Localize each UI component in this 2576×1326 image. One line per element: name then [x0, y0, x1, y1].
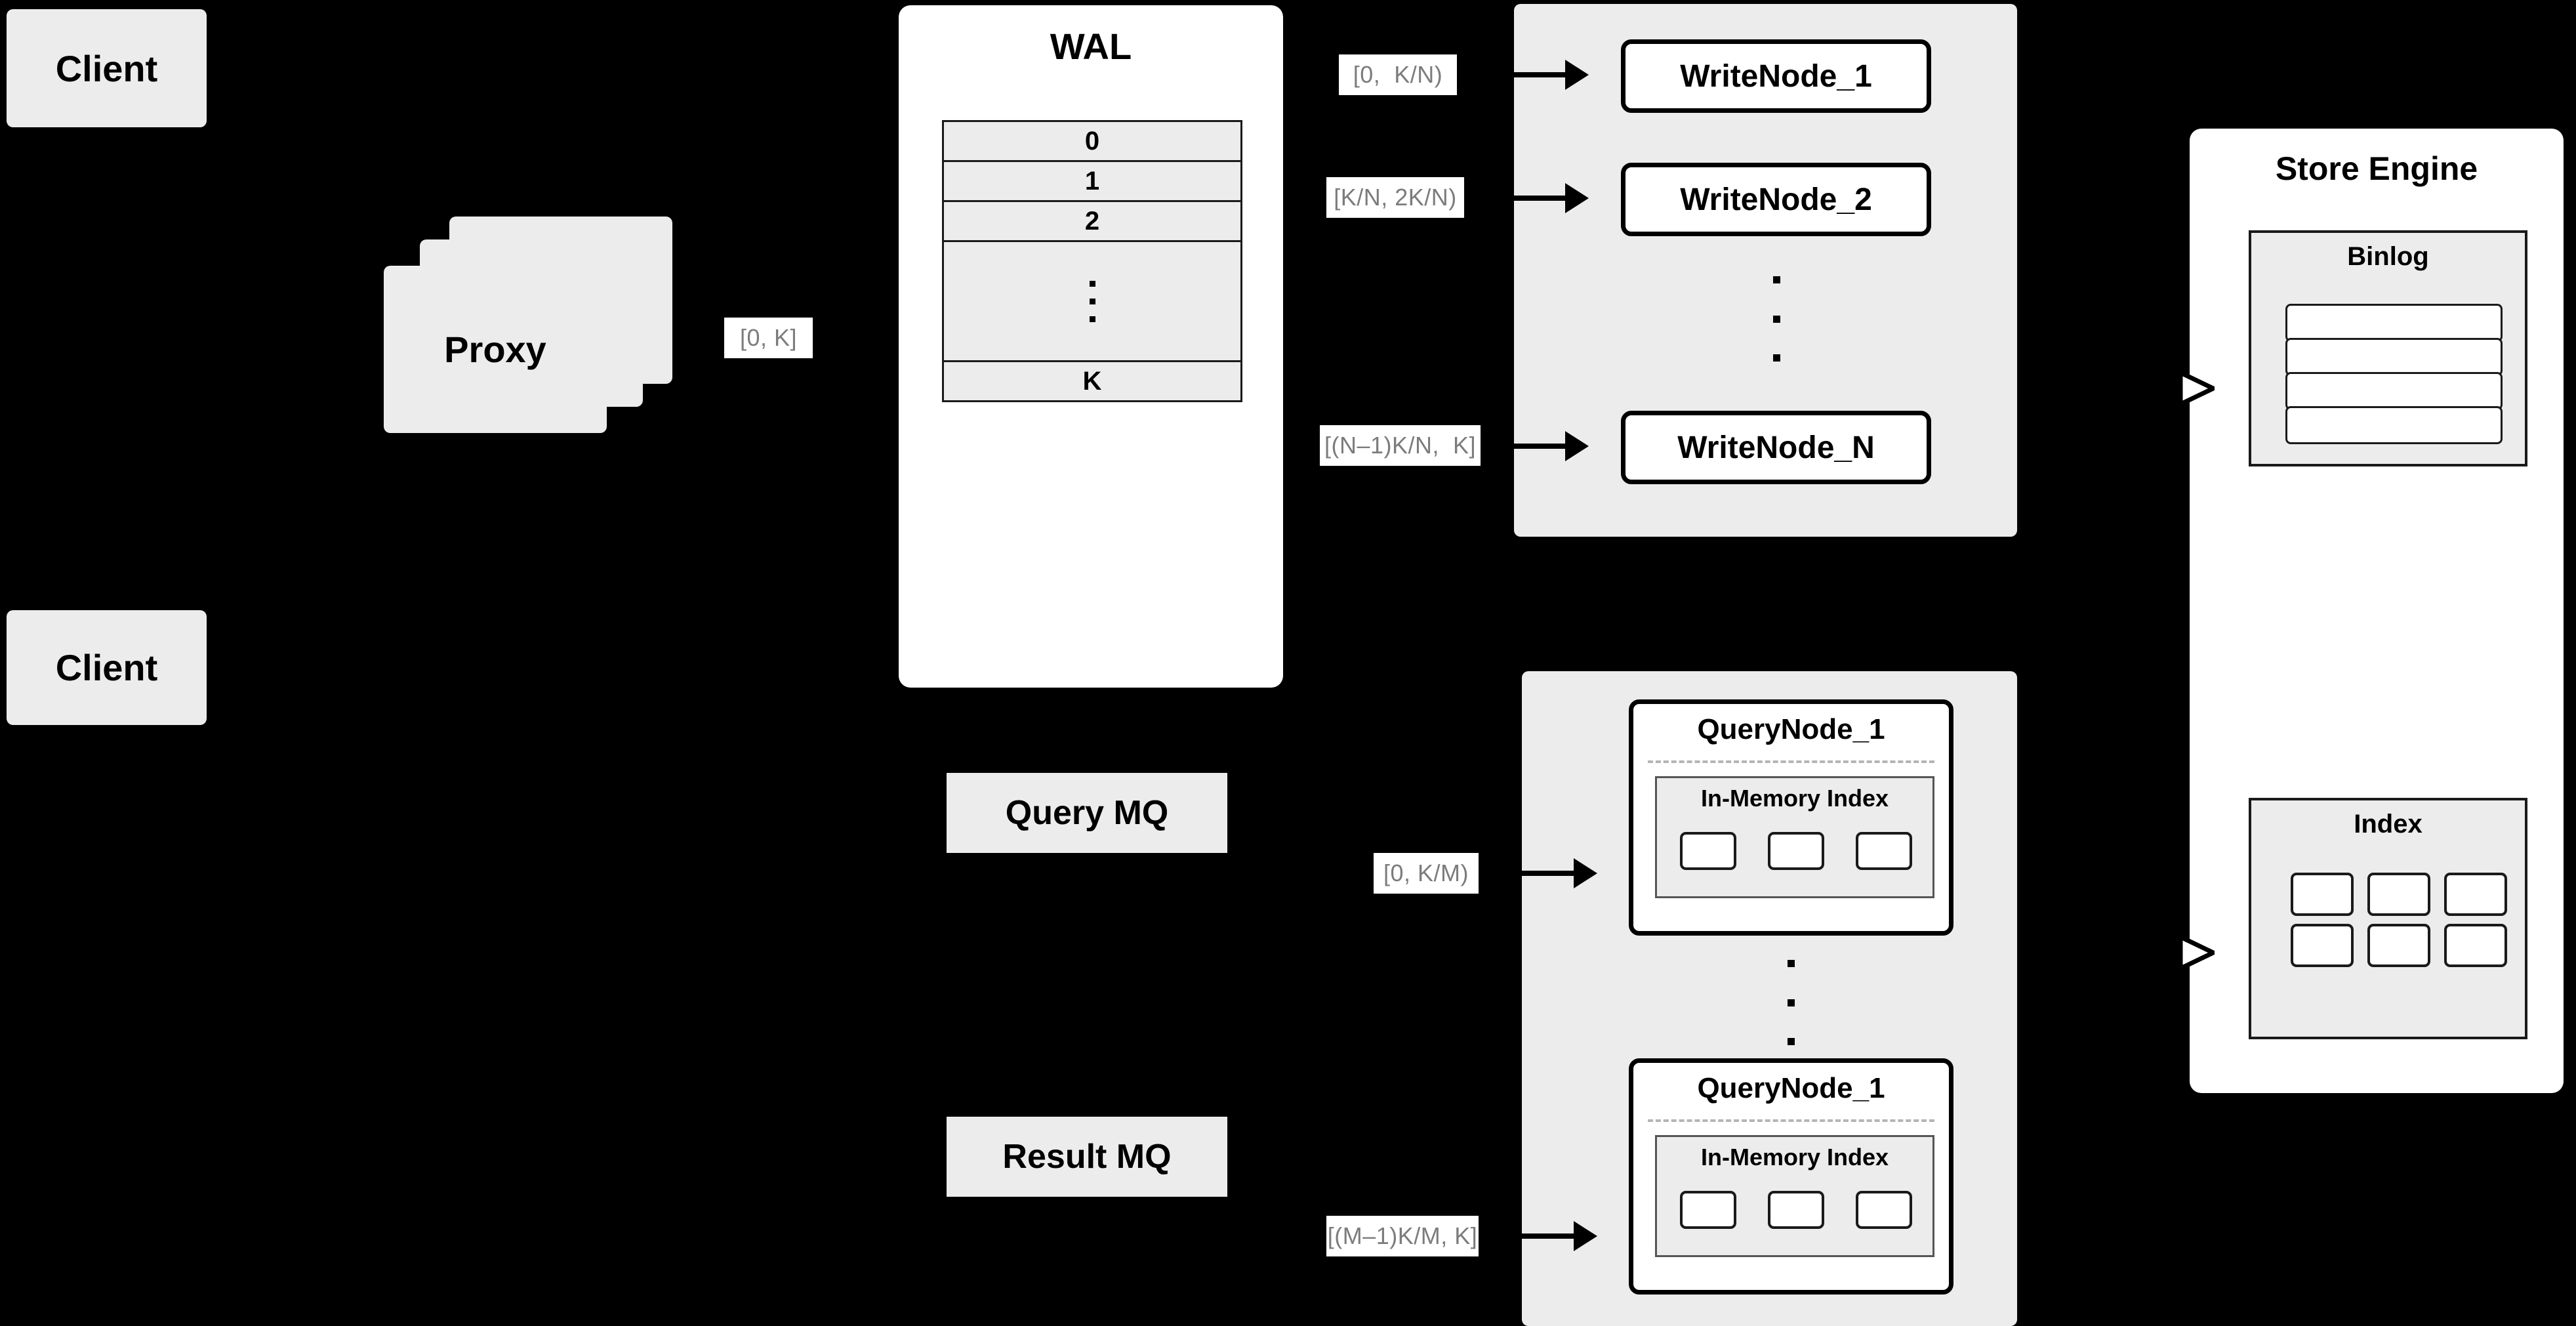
store-engine-panel: Store Engine Binlog Index — [2190, 129, 2564, 1093]
query-node-ellipsis — [1786, 960, 1795, 1045]
proxy-card-front[interactable]: Proxy — [384, 266, 607, 433]
wal-row[interactable]: K — [1082, 366, 1102, 396]
ellipsis-dot — [1089, 280, 1095, 287]
write-node-arrow-head-2 — [1565, 183, 1589, 213]
wal-row[interactable]: 2 — [944, 202, 1240, 242]
write-node-arrow-line-2 — [1464, 196, 1565, 201]
write-node-arrow-line-n — [1481, 444, 1565, 449]
query-node-group-panel: QueryNode_1 In-Memory Index QueryNode_1 … — [1522, 671, 2017, 1326]
write-node-range-label-1: [0, K/N) — [1339, 54, 1457, 95]
ellipsis-dot — [1772, 354, 1780, 362]
binlog-row[interactable] — [2285, 406, 2503, 444]
in-memory-index-cell[interactable] — [1856, 832, 1912, 870]
query-node-label-m: QueryNode_1 — [1697, 1072, 1885, 1104]
query-node-arrow-head-1 — [1574, 858, 1597, 888]
in-memory-index-title-m: In-Memory Index — [1700, 1144, 1889, 1171]
index-cell[interactable] — [2291, 873, 2354, 916]
query-mq-box[interactable]: Query MQ — [947, 773, 1227, 853]
client-label-2: Client — [55, 647, 158, 688]
ellipsis-dot — [1089, 298, 1095, 304]
wal-row[interactable]: 1 — [944, 162, 1240, 202]
binlog-arrow-line — [2154, 386, 2195, 390]
index-title: Index — [2354, 810, 2423, 839]
in-memory-index-box-1: In-Memory Index — [1655, 776, 1934, 898]
in-memory-index-box-m: In-Memory Index — [1655, 1135, 1934, 1257]
ellipsis-dot — [1787, 999, 1795, 1006]
query-node-divider-1 — [1648, 760, 1934, 763]
in-memory-index-cell[interactable] — [1680, 1191, 1736, 1229]
query-node-arrow-head-m — [1574, 1221, 1597, 1251]
result-mq-label: Result MQ — [1002, 1138, 1172, 1176]
query-node-range-label-m: [(M–1)K/M, K] — [1326, 1216, 1479, 1256]
index-arrow-line — [2154, 950, 2195, 955]
in-memory-index-cell[interactable] — [1856, 1191, 1912, 1229]
ellipsis-dot — [1787, 960, 1795, 967]
binlog-row[interactable] — [2285, 304, 2503, 342]
proxy-range-label: [0, K] — [724, 318, 813, 358]
binlog-box: Binlog — [2249, 230, 2527, 466]
in-memory-index-title-1: In-Memory Index — [1700, 785, 1889, 812]
in-memory-index-cell[interactable] — [1768, 1191, 1824, 1229]
write-node-label-n: WriteNode_N — [1677, 430, 1875, 465]
query-node-label-1: QueryNode_1 — [1697, 713, 1885, 745]
binlog-arrow-head-open-icon — [2179, 371, 2215, 405]
client-box-2[interactable]: Client — [7, 610, 207, 725]
write-node-range-label-n: [(N–1)K/N, K] — [1320, 425, 1481, 466]
index-cell[interactable] — [2367, 873, 2430, 916]
client-box-1[interactable]: Client — [7, 9, 207, 127]
write-node-arrow-line-1 — [1457, 72, 1565, 77]
ellipsis-dot — [1772, 315, 1780, 323]
ellipsis-dot — [1089, 316, 1095, 322]
query-node-box-1[interactable]: QueryNode_1 In-Memory Index — [1629, 699, 1953, 936]
write-node-arrow-head-n — [1565, 431, 1589, 461]
write-node-box-n[interactable]: WriteNode_N — [1621, 411, 1931, 484]
ellipsis-dot — [1772, 276, 1780, 283]
write-node-box-1[interactable]: WriteNode_1 — [1621, 39, 1931, 113]
query-node-divider-m — [1648, 1119, 1934, 1122]
result-mq-box[interactable]: Result MQ — [947, 1117, 1227, 1197]
store-engine-title: Store Engine — [2275, 150, 2478, 187]
query-node-arrow-line-m — [1479, 1233, 1574, 1239]
wal-row[interactable]: 0 — [944, 122, 1240, 162]
wal-title: WAL — [1050, 26, 1132, 67]
query-node-box-m[interactable]: QueryNode_1 In-Memory Index — [1629, 1058, 1953, 1295]
wal-panel: WAL 0 1 2 K — [899, 5, 1283, 688]
write-node-arrow-head-1 — [1565, 60, 1589, 90]
binlog-row[interactable] — [2285, 372, 2503, 410]
client-label-1: Client — [55, 47, 158, 89]
write-node-ellipsis — [1772, 276, 1781, 362]
index-arrow-head-open-icon — [2179, 936, 2215, 970]
write-node-label-1: WriteNode_1 — [1680, 58, 1872, 94]
write-node-range-label-2: [K/N, 2K/N) — [1326, 177, 1464, 218]
wal-rows: 0 1 2 K — [942, 120, 1242, 402]
index-cell[interactable] — [2444, 873, 2507, 916]
wal-row-ellipsis — [944, 242, 1240, 362]
proxy-label: Proxy — [444, 329, 546, 370]
index-cell[interactable] — [2291, 924, 2354, 967]
write-node-group-panel: WriteNode_1 WriteNode_2 WriteNode_N — [1514, 4, 2017, 537]
ellipsis-dot — [1787, 1038, 1795, 1045]
index-cell[interactable] — [2444, 924, 2507, 967]
binlog-row[interactable] — [2285, 338, 2503, 376]
binlog-title: Binlog — [2347, 242, 2429, 271]
in-memory-index-cell[interactable] — [1768, 832, 1824, 870]
index-box: Index — [2249, 798, 2527, 1039]
write-node-label-2: WriteNode_2 — [1680, 182, 1872, 217]
index-cell[interactable] — [2367, 924, 2430, 967]
query-node-range-label-1: [0, K/M) — [1374, 853, 1479, 894]
write-node-box-2[interactable]: WriteNode_2 — [1621, 163, 1931, 236]
query-node-arrow-line-1 — [1479, 871, 1574, 876]
in-memory-index-cell[interactable] — [1680, 832, 1736, 870]
query-mq-label: Query MQ — [1005, 794, 1169, 832]
